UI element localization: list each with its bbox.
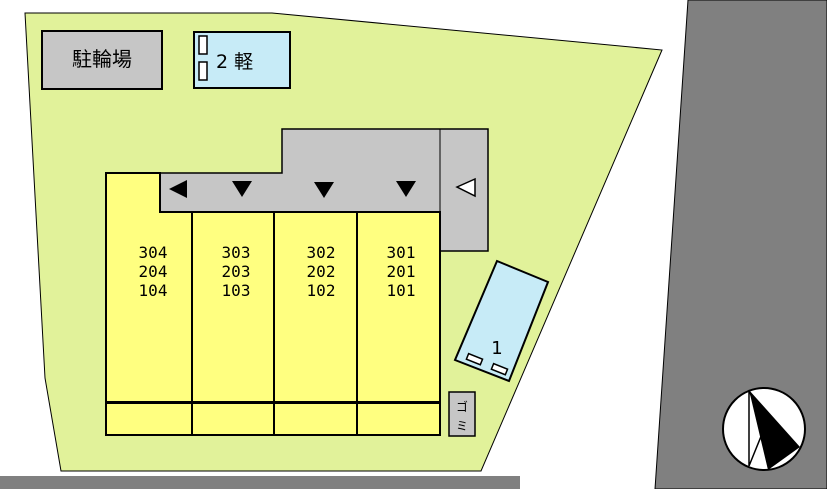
- unit-labels: 304 204 104 303 203 103 302 202 102 301 …: [139, 243, 416, 300]
- unit-number: 103: [222, 281, 251, 300]
- unit-number: 304: [139, 243, 168, 262]
- unit-number: 203: [222, 262, 251, 281]
- unit-number: 302: [307, 243, 336, 262]
- unit-number: 204: [139, 262, 168, 281]
- road-bottom: [0, 476, 520, 489]
- entrance-arrow-down-icon: [314, 182, 334, 198]
- balcony: [105, 402, 193, 436]
- bicycle-parking-label: 駐輪場: [72, 47, 132, 71]
- garbage-area: ゴ ミ: [448, 391, 476, 437]
- balcony: [191, 402, 275, 436]
- unit-number: 101: [387, 281, 416, 300]
- building: [105, 172, 441, 436]
- unit-number: 102: [307, 281, 336, 300]
- unit-number: 303: [222, 243, 251, 262]
- parking-1-label: 1: [491, 338, 502, 359]
- unit-number: 202: [307, 262, 336, 281]
- unit-number: 104: [139, 281, 168, 300]
- entrance-arrow-down-icon: [396, 181, 416, 197]
- entrance-arrow-left-icon: [169, 180, 187, 198]
- parking-stop-icon: [465, 352, 484, 366]
- light-parking-2: 2 軽: [193, 31, 291, 89]
- entrance-arrow-down-icon: [232, 181, 252, 197]
- bicycle-parking: 駐輪場: [41, 30, 163, 90]
- garbage-label-bottom: ミ: [456, 419, 468, 433]
- parking-stop-icon: [490, 362, 509, 376]
- unit-number: 301: [387, 243, 416, 262]
- garbage-label-top: ゴ: [456, 399, 468, 414]
- light-parking-label: 2 軽: [216, 51, 253, 73]
- parking-stop-icon: [198, 61, 208, 81]
- balcony: [273, 402, 358, 436]
- parking-stop-icon: [198, 35, 208, 55]
- road: [654, 0, 827, 489]
- balcony: [356, 402, 441, 436]
- entrance-arrow-left-outline-icon: [455, 177, 476, 198]
- north-compass-icon: [722, 387, 806, 471]
- parking-1: 1: [453, 259, 550, 383]
- unit-number: 201: [387, 262, 416, 281]
